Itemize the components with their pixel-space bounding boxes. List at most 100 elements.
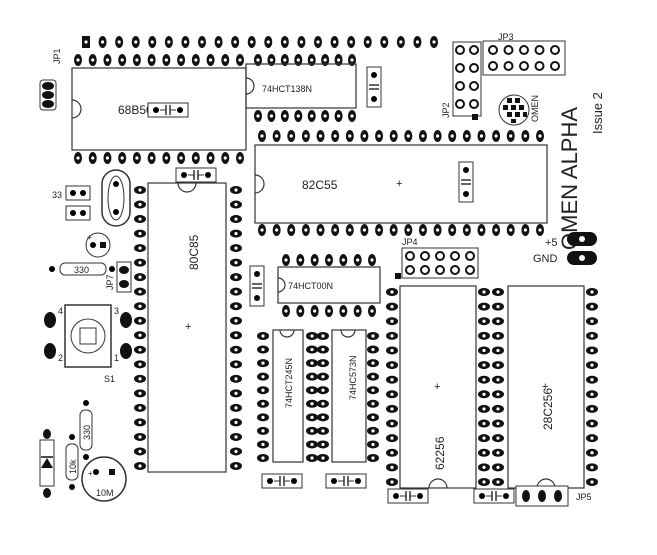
ic-74hct00n: 74HCT00N bbox=[277, 266, 381, 304]
ic-74hct245n: 74HCT245N bbox=[272, 329, 304, 463]
jp4-pin bbox=[465, 265, 475, 275]
c10m-label: 10M bbox=[96, 488, 114, 498]
ic-82c55: 82C55 + bbox=[254, 144, 548, 224]
ic-28c256-label: 28C256 bbox=[541, 388, 555, 430]
jp3-pin bbox=[488, 61, 498, 71]
jp2-pin bbox=[455, 45, 465, 55]
jp2-pin bbox=[469, 99, 479, 109]
jumper-jp7: JP7 bbox=[105, 261, 132, 293]
jp2-pin bbox=[469, 81, 479, 91]
cap-28c256 bbox=[473, 488, 515, 504]
ic-74hct245n-label: 74HCT245N bbox=[284, 358, 294, 408]
omen-logo: OMEN bbox=[498, 94, 540, 126]
resistor-10k: 10k bbox=[65, 434, 79, 490]
resistor-330-horizontal: 330 bbox=[49, 262, 115, 276]
r10k-label: 10k bbox=[68, 459, 78, 474]
logo-text: OMEN bbox=[530, 95, 540, 122]
power-plus-label: +5 bbox=[545, 237, 558, 249]
jp3-pin bbox=[519, 45, 529, 55]
ic-62256: 62256 + bbox=[399, 285, 477, 489]
cap-74hc573n bbox=[325, 473, 367, 489]
jp4-pin bbox=[435, 265, 445, 275]
jumper-jp3: JP3 bbox=[482, 32, 566, 76]
ic-74hct00n-label: 74HCT00N bbox=[288, 281, 333, 291]
ic-80c85: 80C85 + bbox=[147, 182, 227, 473]
r330b-label: 330 bbox=[82, 425, 92, 440]
ic-68b50: 68B50 bbox=[71, 67, 247, 151]
jp4-pin bbox=[420, 251, 430, 261]
jp1-label: JP1 bbox=[52, 48, 62, 64]
jp3-pin bbox=[534, 61, 545, 71]
jp5-label: JP5 bbox=[576, 492, 592, 502]
jp2-pin bbox=[455, 99, 465, 109]
svg-text:3: 3 bbox=[114, 306, 119, 316]
svg-text:+: + bbox=[542, 381, 548, 393]
cap-82c55 bbox=[458, 161, 474, 203]
cap-80c85 bbox=[175, 167, 217, 183]
cap-68b50 bbox=[147, 102, 189, 118]
jp4-pin bbox=[450, 251, 460, 261]
cap-74hct00n bbox=[249, 265, 265, 307]
ic-74hct138n-label: 74HCT138N bbox=[262, 84, 312, 94]
jp3-pin bbox=[503, 45, 514, 55]
ic-74hc573n-label: 74HC573N bbox=[348, 355, 358, 400]
svg-text:+: + bbox=[185, 321, 191, 333]
svg-text:4: 4 bbox=[58, 306, 63, 316]
cap-74hct138n bbox=[366, 66, 382, 108]
power-gnd-label: GND bbox=[533, 253, 558, 265]
svg-text:+: + bbox=[88, 469, 93, 478]
jp3-label: JP3 bbox=[498, 32, 514, 42]
svg-text:+: + bbox=[434, 381, 440, 393]
capacitor-33: 33 bbox=[52, 185, 91, 221]
ic-82c55-label: 82C55 bbox=[302, 178, 338, 192]
jumper-jp4: JP4 bbox=[395, 237, 479, 279]
decoupling-caps bbox=[147, 66, 515, 504]
ic-74hct138n: 74HCT138N bbox=[245, 63, 357, 109]
jp4-pin bbox=[420, 265, 430, 275]
cap-62256 bbox=[387, 488, 429, 504]
board-title: OMEN ALPHA bbox=[557, 107, 582, 250]
jp4-pin bbox=[450, 265, 460, 275]
jp3-pin bbox=[534, 45, 545, 55]
jp2-pin bbox=[455, 81, 465, 91]
power-connector: +5 GND bbox=[533, 232, 597, 265]
ic-62256-label: 62256 bbox=[433, 436, 447, 470]
jp2-label: JP2 bbox=[441, 102, 451, 118]
jp4-pin bbox=[465, 251, 475, 261]
jp2-pin bbox=[469, 63, 479, 73]
svg-text:2: 2 bbox=[58, 353, 63, 363]
jumper-jp1: JP1 bbox=[39, 48, 62, 111]
jp3-pin bbox=[488, 45, 498, 55]
svg-text:1: 1 bbox=[114, 353, 119, 363]
jp2-pin bbox=[469, 45, 479, 55]
switch-s1: 4 3 2 1 S1 bbox=[44, 304, 132, 384]
cap-74hct245n bbox=[261, 473, 303, 489]
jp3-pin bbox=[550, 61, 560, 71]
resistor-330-vertical: 330 bbox=[79, 400, 93, 460]
ic-68b50-label: 68B50 bbox=[118, 103, 153, 117]
ic-28c256: 28C256 + bbox=[507, 285, 585, 489]
s1-label: S1 bbox=[104, 374, 115, 384]
jp7-label: JP7 bbox=[105, 274, 115, 290]
jp4-pin bbox=[435, 251, 445, 261]
jp4-label: JP4 bbox=[402, 237, 418, 247]
r330a-label: 330 bbox=[74, 265, 89, 275]
svg-text:+: + bbox=[396, 178, 402, 190]
capacitor-10m: + 10M bbox=[81, 456, 127, 502]
svg-text:+: + bbox=[87, 233, 92, 242]
jp4-pin bbox=[405, 251, 415, 261]
jp4-pin bbox=[405, 265, 415, 275]
diode bbox=[39, 429, 55, 498]
jp2-pin bbox=[455, 63, 465, 73]
ic-74hc573n: 74HC573N bbox=[331, 329, 367, 463]
jumper-jp5: JP5 bbox=[515, 485, 592, 507]
led: + bbox=[85, 232, 111, 258]
jp3-pin bbox=[550, 45, 560, 55]
jp3-pin bbox=[503, 61, 514, 71]
jumper-jp2: JP2 bbox=[441, 41, 482, 120]
jp3-pin bbox=[519, 61, 529, 71]
crystal bbox=[101, 169, 131, 227]
ic-80c85-label: 80C85 bbox=[187, 234, 201, 270]
c33-label: 33 bbox=[52, 190, 62, 200]
